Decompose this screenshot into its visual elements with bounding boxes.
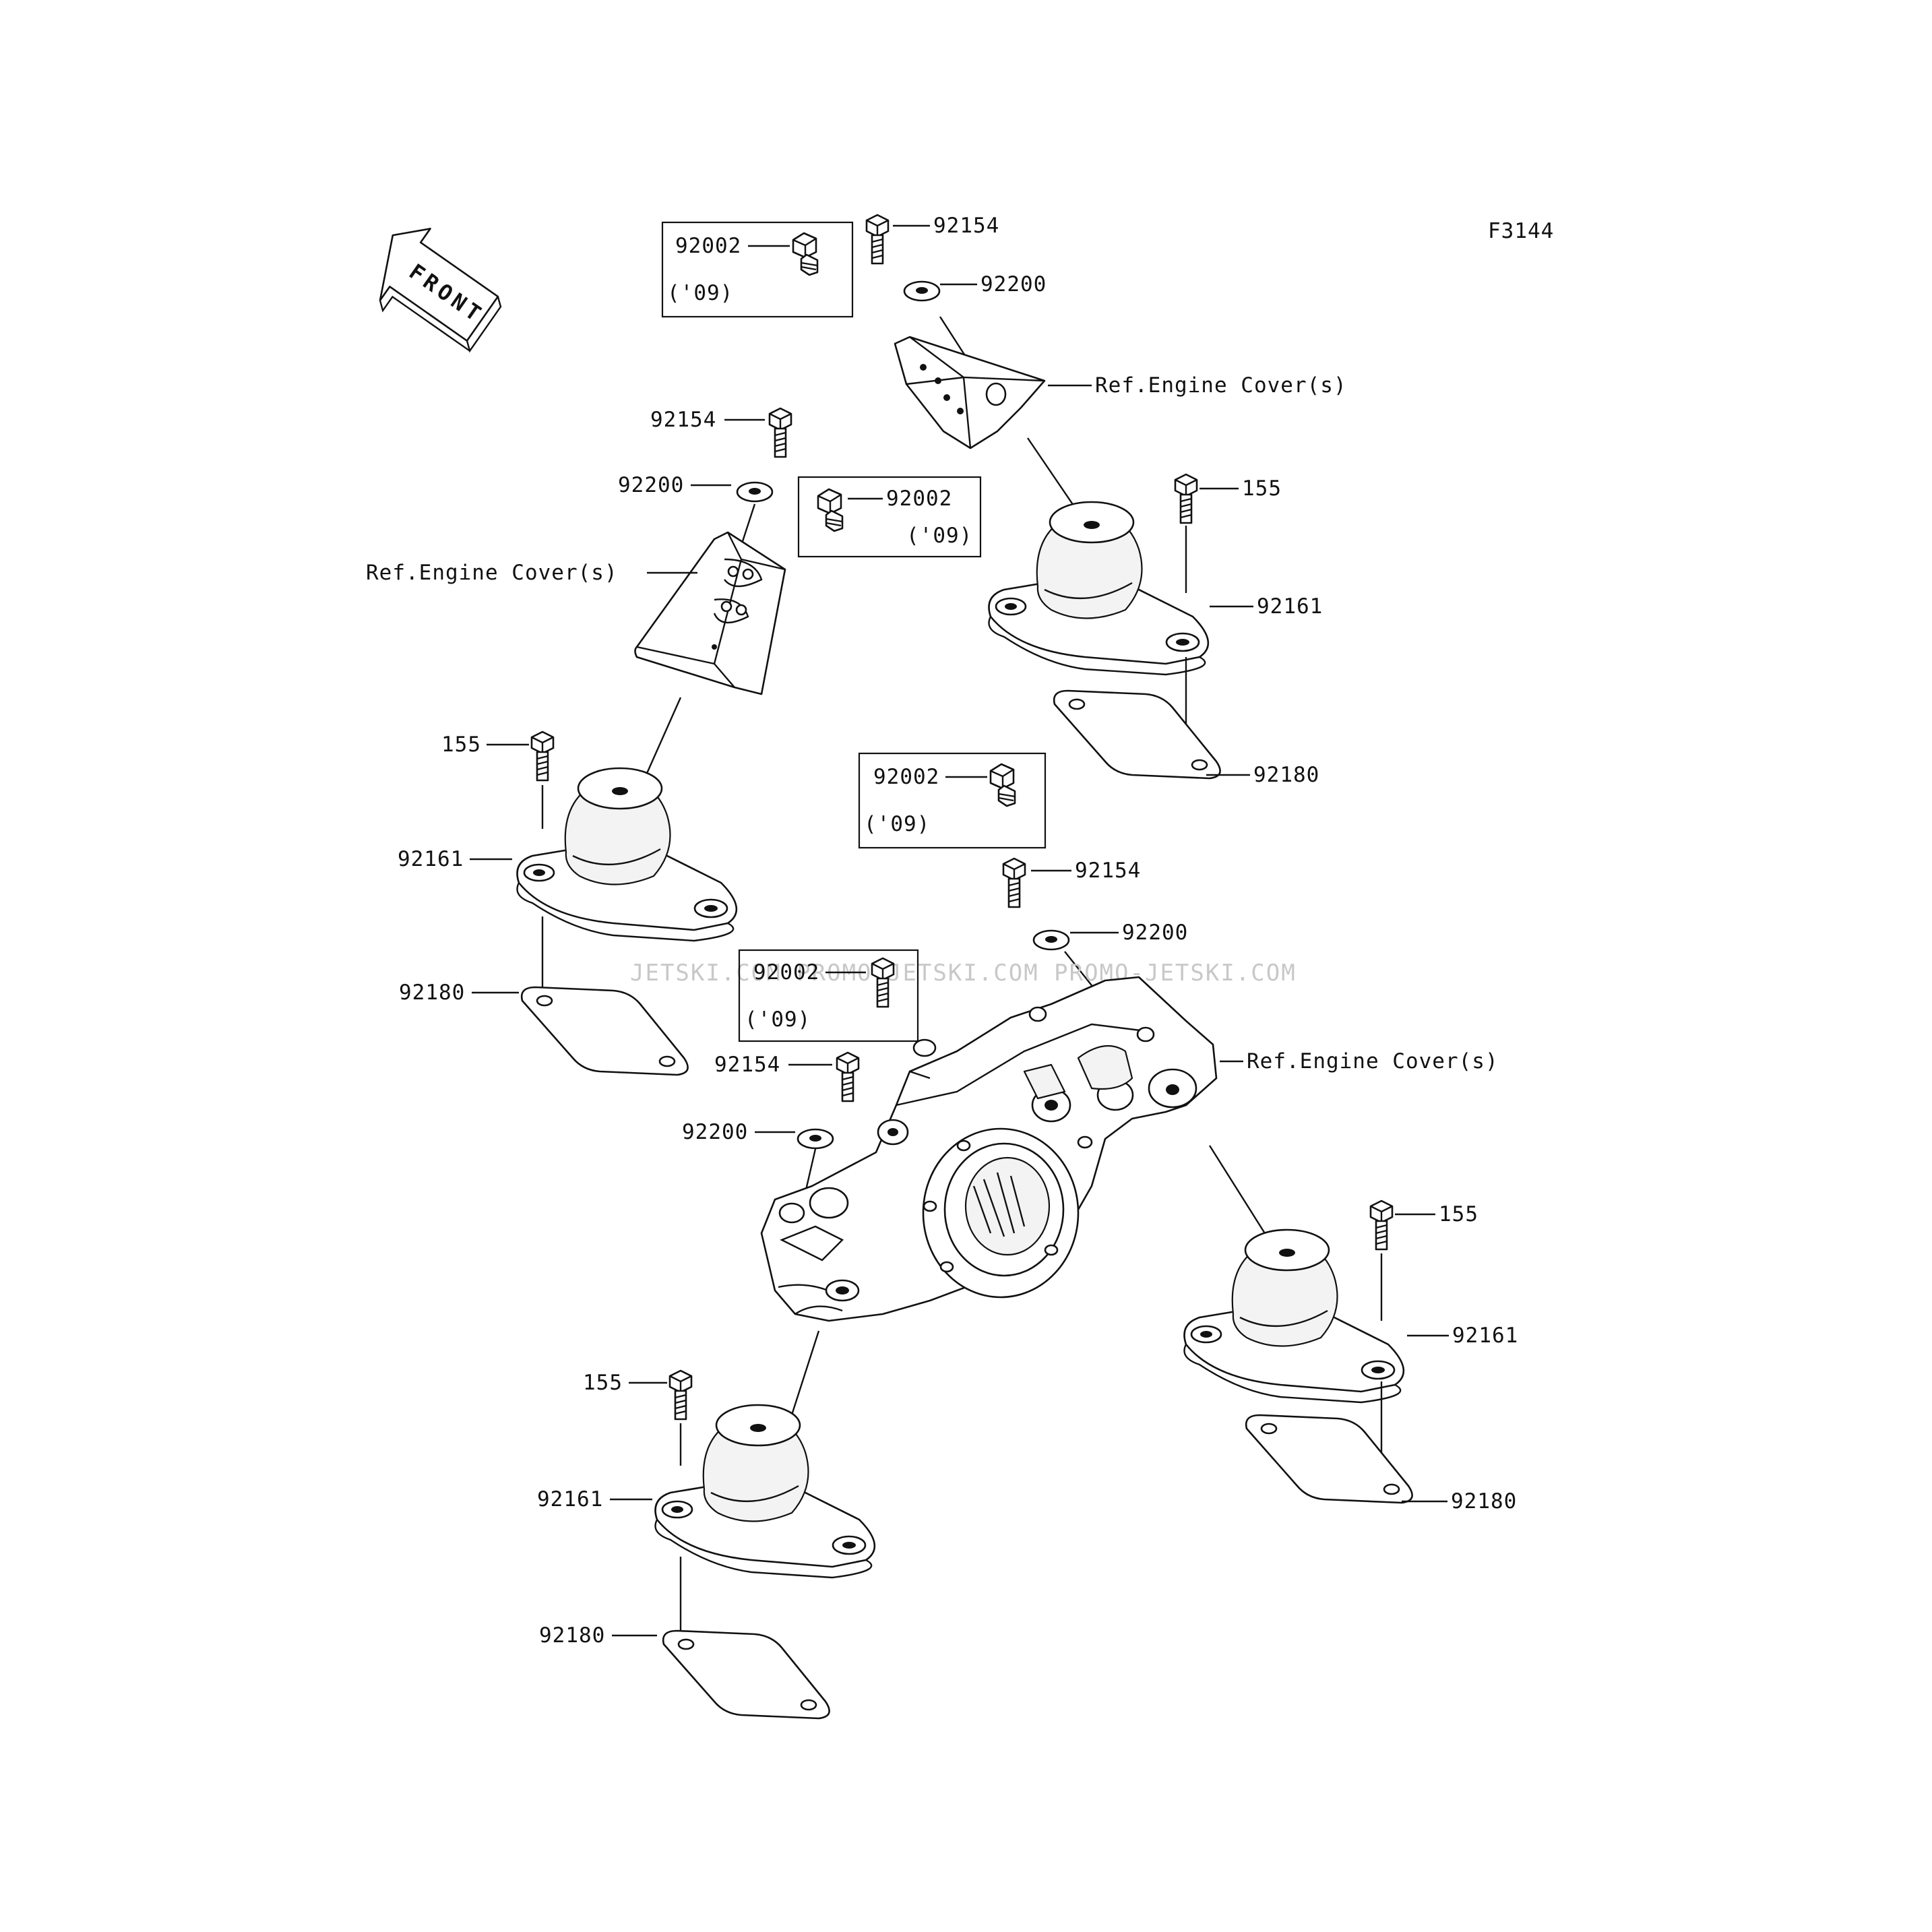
bolt-92002-center-icon (989, 763, 1016, 807)
callout-92154-top: 92154 (933, 214, 999, 238)
right-upper-mount-group: 155 92161 92180 (988, 473, 1323, 787)
option-box-top (661, 221, 854, 318)
callout-ref-left: Ref.Engine Cover(s) (366, 561, 618, 585)
callout-155-bottom: 155 (583, 1371, 623, 1395)
bolt-155-bottom-icon (668, 1369, 693, 1421)
engine-bracket-left (634, 531, 786, 695)
plate-92180-lu-icon (520, 986, 689, 1076)
option-box-lower (738, 949, 919, 1042)
callout-92180-bottom: 92180 (539, 1623, 605, 1648)
washer-92200-lower-icon (797, 1128, 834, 1150)
callout-year-left: ('09) (906, 524, 972, 548)
engine-bracket-top (894, 336, 1046, 449)
plate-92180-icon (1053, 689, 1221, 780)
bottom-mount-group: 155 92161 92180 (537, 1369, 876, 1720)
callout-92154-center: 92154 (1075, 859, 1141, 883)
callout-year-lower: ('09) (745, 1007, 811, 1032)
top-bracket-group: 92002 ('09) 92154 92200 Ref.Engine Cover… (661, 214, 1347, 523)
callout-92200-top: 92200 (980, 272, 1047, 297)
callout-year-top: ('09) (667, 281, 733, 305)
bolt-92154-left-icon (768, 407, 792, 458)
callout-year-center: ('09) (864, 812, 930, 836)
callout-92154-left: 92154 (650, 408, 716, 432)
engine-mount-92161-bottom-icon (654, 1404, 876, 1579)
washer-92200-center-icon (1032, 929, 1070, 951)
callout-155-ru: 155 (1242, 476, 1282, 501)
callout-92154-lower: 92154 (714, 1053, 780, 1077)
watermark: JETSKI.COM PROMO-JETSKI.COM PROMO-JETSKI… (630, 960, 1297, 987)
bolt-92154-icon (865, 214, 890, 265)
callout-92180-ru: 92180 (1253, 763, 1319, 787)
bolt-92002-icon (792, 232, 819, 276)
callout-92200-lower: 92200 (682, 1120, 748, 1144)
callout-92180-lu: 92180 (399, 980, 465, 1005)
plate-92180-bottom-icon (662, 1629, 830, 1720)
callout-92200-center: 92200 (1122, 921, 1188, 945)
left-bracket-group: 92154 92200 92002 ('09) Ref.Engine Cover… (366, 407, 982, 789)
callout-92200-left: 92200 (618, 473, 684, 497)
washer-92200-icon (903, 280, 941, 302)
washer-92200-left-icon (736, 481, 774, 503)
figure-code: F3144 (1488, 219, 1554, 243)
callout-92161-bottom: 92161 (537, 1487, 603, 1512)
bolt-155-icon (1174, 473, 1198, 524)
engine-case (760, 976, 1218, 1322)
engine-mount-92161-icon (988, 501, 1210, 676)
callout-155-lu: 155 (441, 733, 481, 757)
callout-155-rl: 155 (1439, 1202, 1478, 1226)
callout-92161-lu: 92161 (398, 847, 464, 871)
engine-mount-92161-rl-icon (1183, 1228, 1405, 1404)
plate-92180-rl-icon (1245, 1414, 1413, 1504)
callout-92002-left: 92002 (886, 487, 952, 511)
callout-92002-center: 92002 (873, 765, 939, 789)
callout-92161-ru: 92161 (1257, 594, 1323, 619)
callout-ref-top: Ref.Engine Cover(s) (1095, 373, 1347, 398)
callout-92002-top: 92002 (675, 234, 741, 258)
option-box-center (858, 752, 1047, 849)
lower-center-group: 92002 ('09) 92154 92200 (682, 949, 919, 1193)
bolt-155-lu-icon (530, 730, 555, 782)
front-direction-arrow: FRONT (379, 228, 502, 353)
callout-92180-rl: 92180 (1451, 1489, 1517, 1514)
callout-92002-lower: 92002 (753, 960, 819, 985)
option-box-left (797, 476, 982, 558)
bolt-92002-left-icon (817, 488, 844, 532)
bolt-92154-center-icon (1002, 857, 1026, 908)
right-lower-mount-group: 155 92161 92180 (1183, 1199, 1518, 1514)
left-upper-mount-group: 155 92161 92180 (398, 730, 738, 1076)
callout-92161-rl: 92161 (1452, 1323, 1518, 1348)
bolt-155-rl-icon (1369, 1199, 1394, 1251)
callout-ref-center: Ref.Engine Cover(s) (1247, 1049, 1499, 1073)
engine-mount-92161-lu-icon (516, 767, 738, 942)
bolt-92154-lower-icon (836, 1051, 860, 1102)
